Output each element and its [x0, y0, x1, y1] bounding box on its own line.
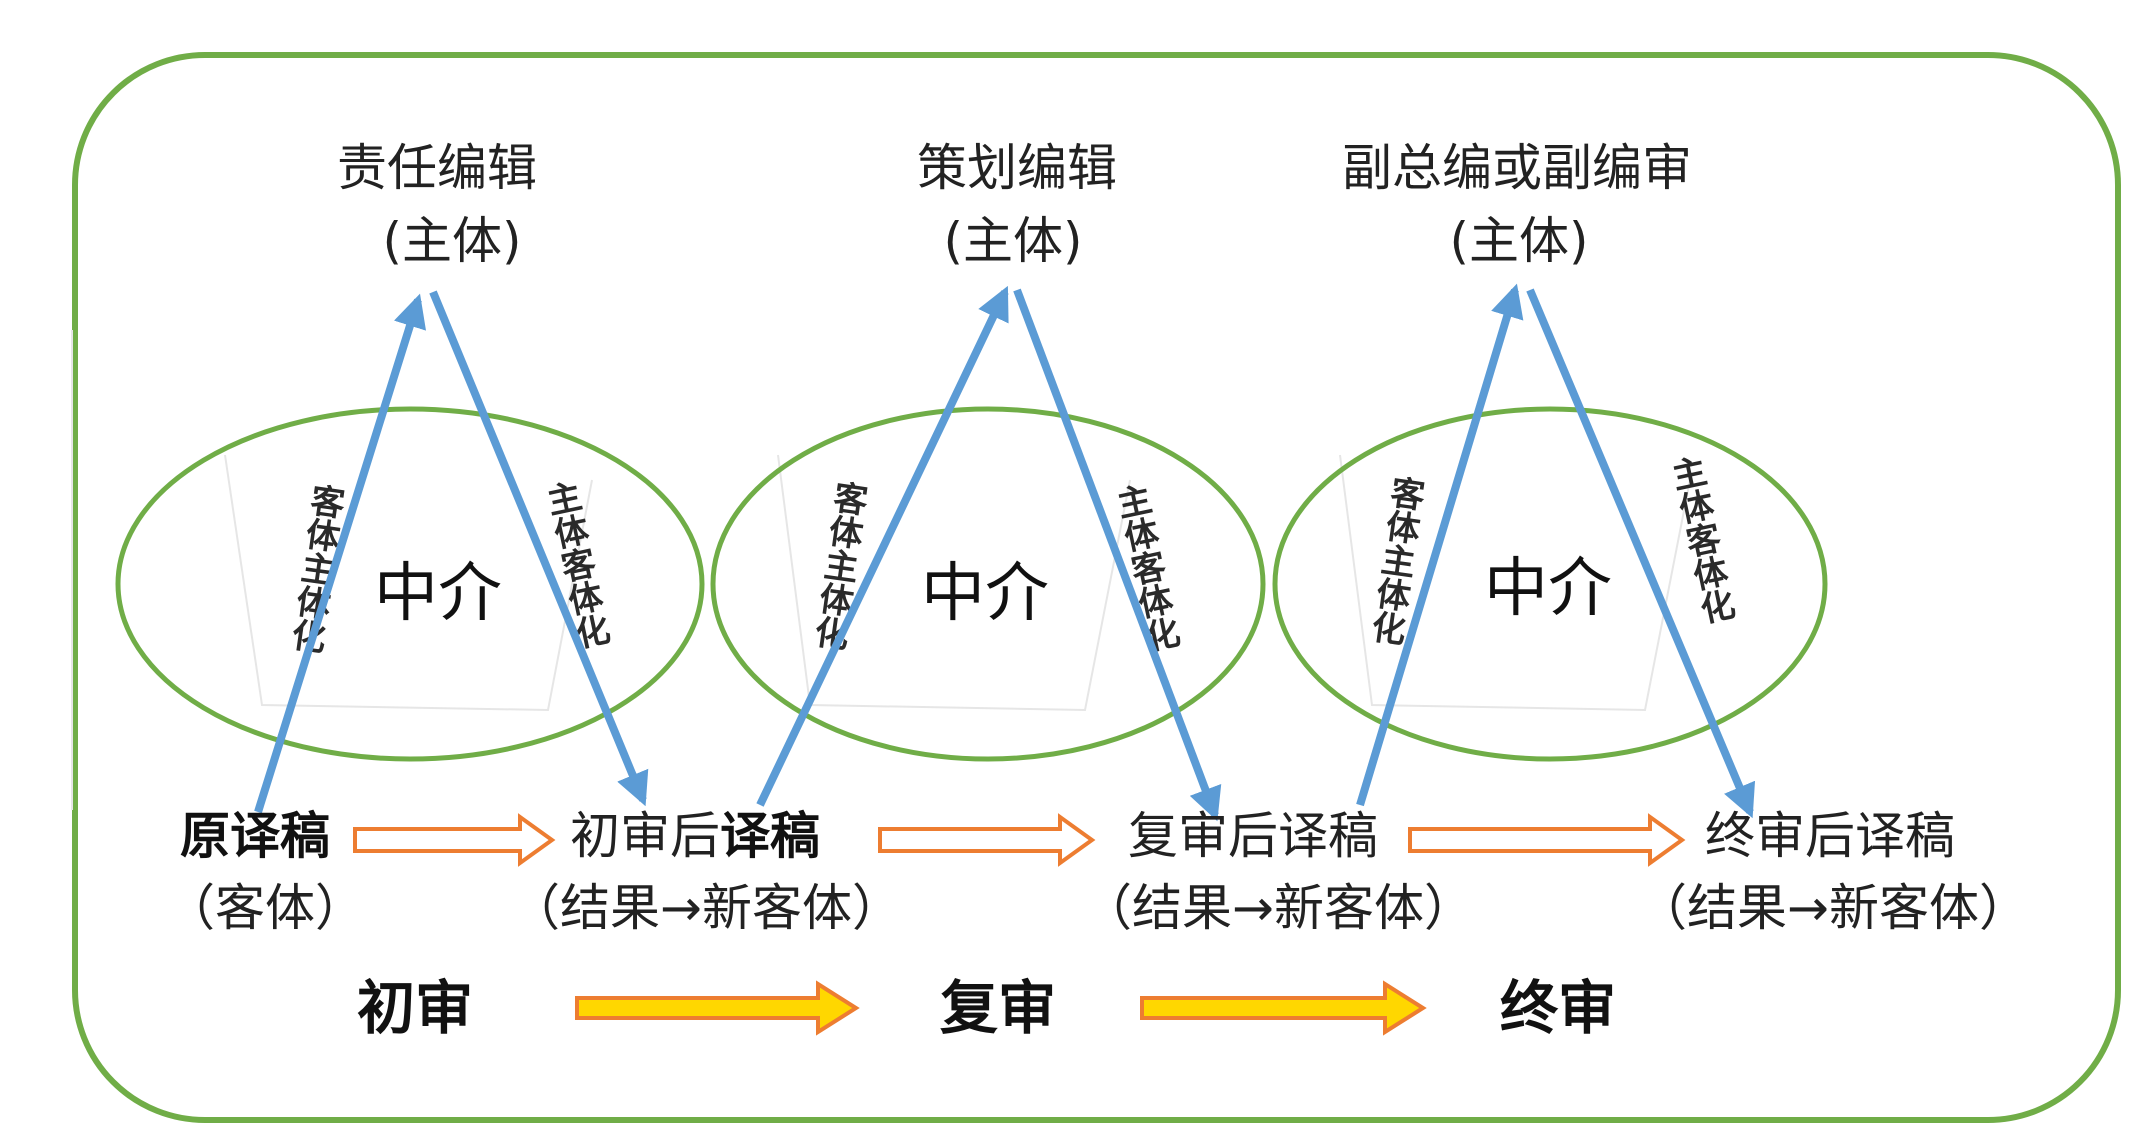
side-label-right-3-group: 主体客体化 [1663, 453, 1737, 628]
objectify-arrow-up-2 [756, 285, 1009, 807]
mediator-center-2: 中介 [921, 557, 1049, 631]
side-label-left-2: 客体主体化 [806, 477, 869, 652]
subjectify-arrow-down-2 [1013, 288, 1222, 822]
stage-label-1: 初审 [357, 974, 473, 1042]
role-sub-2: (主体) [943, 212, 1082, 270]
role-sub-1: (主体) [382, 212, 521, 270]
ghost-trapezoid-2 [777, 454, 1131, 712]
draft-label-1: 原译稿 [180, 807, 330, 865]
flow-arrow-2 [878, 813, 1096, 867]
mediator-center-1: 中介 [374, 557, 502, 631]
ghost-trapezoid-3 [1339, 454, 1691, 712]
role-title-2: 策划编辑 [917, 139, 1117, 197]
draft-sub-4: （结果→新客体） [1637, 879, 2029, 937]
stage-label-3: 终审 [1500, 974, 1616, 1042]
objectify-arrow-up-3 [1356, 283, 1524, 807]
objectify-arrow-up-1 [254, 293, 427, 814]
draft-sub-3: （结果→新客体） [1082, 879, 1474, 937]
ghost-trapezoid-1 [224, 454, 593, 712]
subjectify-arrow-down-1 [429, 290, 649, 807]
role-sub-3: (主体) [1449, 212, 1588, 270]
side-label-left-2-group: 客体主体化 [806, 477, 869, 652]
outer-frame [72, 52, 2121, 1123]
flow-arrow-1 [353, 813, 556, 867]
subjectify-arrow-down-3 [1526, 288, 1756, 819]
role-title-1: 责任编辑 [337, 139, 537, 197]
role-title-3: 副总编或副编审 [1342, 139, 1692, 197]
flow-arrow-3 [1408, 813, 1686, 867]
draft-label-4: 终审后译稿 [1705, 807, 1955, 865]
stage-arrow-1 [575, 980, 860, 1036]
draft-sub-1: （客体） [165, 879, 365, 937]
draft-label-2: 初审后译稿 [570, 807, 820, 865]
stage-label-2: 复审 [940, 974, 1056, 1042]
draft-label-3: 复审后译稿 [1128, 807, 1378, 865]
mediator-ellipse-1 [115, 406, 705, 762]
mediator-ellipse-3 [1272, 406, 1828, 762]
side-label-right-3: 主体客体化 [1663, 453, 1737, 628]
stage-arrow-2 [1140, 980, 1427, 1036]
mediator-center-3: 中介 [1484, 552, 1612, 626]
mediator-ellipse-2 [710, 406, 1266, 762]
draft-sub-2: （结果→新客体） [510, 879, 902, 937]
